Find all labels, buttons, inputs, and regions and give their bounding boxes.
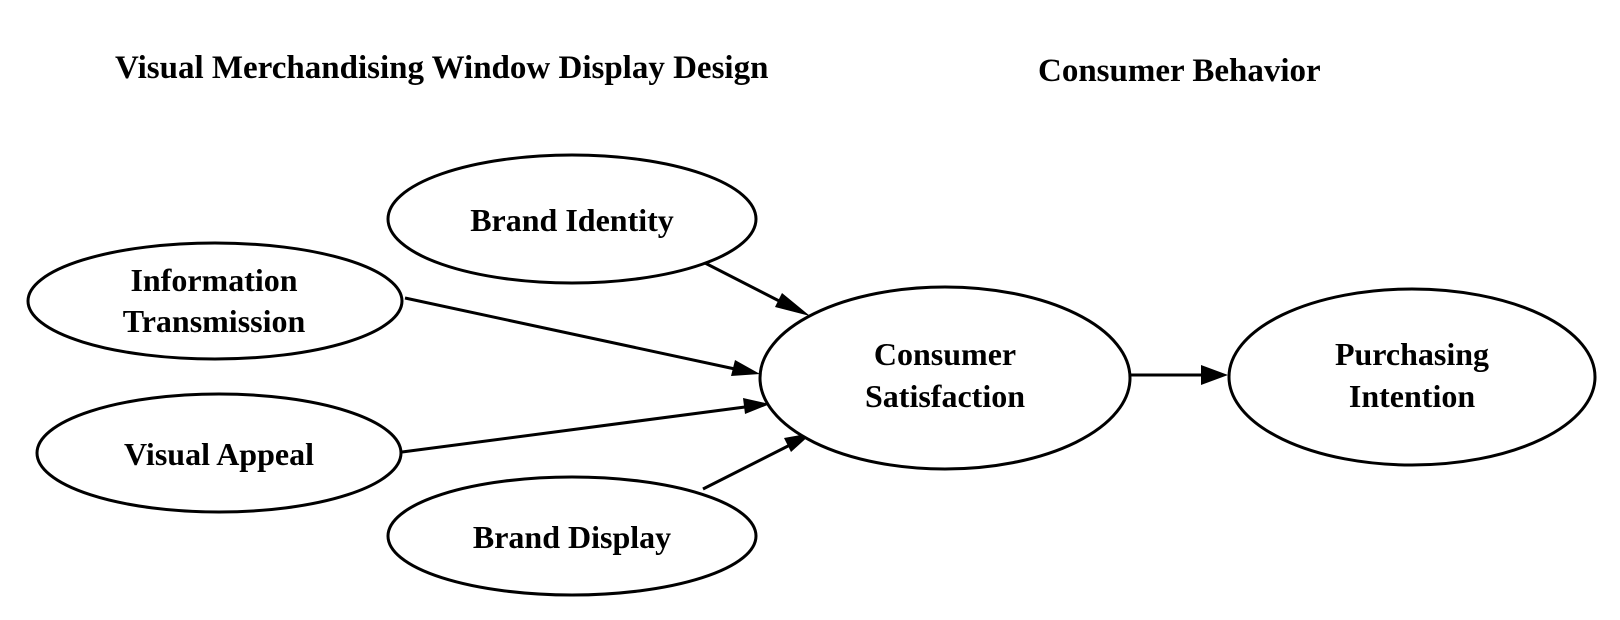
node-purchasing-intention: Purchasing Intention	[1227, 287, 1597, 467]
edge-brand-display-to-consumer-satisfaction	[702, 433, 812, 491]
node-brand-identity-label: Brand Identity	[470, 202, 674, 238]
node-visual-appeal-label: Visual Appeal	[124, 436, 314, 472]
edge-visual-appeal-to-consumer-satisfaction	[401, 398, 770, 454]
node-consumer-satisfaction-ellipse	[758, 285, 1132, 471]
node-brand-display-ellipse	[386, 475, 758, 597]
edge-brand-identity-to-consumer-satisfaction	[704, 261, 810, 316]
node-brand-display: Brand Display	[386, 475, 758, 597]
node-information-transmission: Information Transmission	[26, 241, 404, 361]
node-consumer-satisfaction-label-line-1: Consumer	[874, 336, 1016, 372]
node-purchasing-intention-label-line-1: Purchasing	[1335, 336, 1489, 372]
node-information-transmission-label-line-1: Information	[130, 262, 297, 298]
heading-consumer-behavior: Consumer Behavior	[1038, 53, 1321, 89]
node-visual-appeal: Visual Appeal	[35, 392, 403, 514]
node-brand-identity: Brand Identity	[386, 153, 758, 285]
node-purchasing-intention-label-line-2: Intention	[1349, 378, 1475, 414]
node-consumer-satisfaction-label-line-2: Satisfaction	[865, 378, 1025, 414]
edge-information-transmission-to-consumer-satisfaction	[404, 296, 760, 376]
edge-consumer-satisfaction-to-purchasing-intention	[1131, 365, 1228, 385]
node-information-transmission-label-line-2: Transmission	[123, 303, 306, 339]
node-purchasing-intention-ellipse	[1227, 287, 1597, 467]
node-visual-appeal-ellipse	[35, 392, 403, 514]
node-consumer-satisfaction: Consumer Satisfaction	[758, 285, 1132, 471]
node-information-transmission-ellipse	[26, 241, 404, 361]
heading-window-display-design: Visual Merchandising Window Display Desi…	[115, 50, 768, 86]
node-brand-identity-ellipse	[386, 153, 758, 285]
node-brand-display-label: Brand Display	[473, 519, 671, 555]
